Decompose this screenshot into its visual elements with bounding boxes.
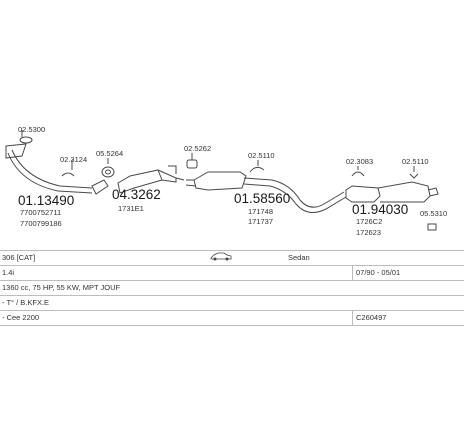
bracket (168, 165, 177, 174)
tailpipe (427, 187, 439, 197)
reference-cell: C260497 (356, 313, 387, 322)
table-row: - Cee 2200 C260497 (0, 310, 464, 325)
clamp-p7 (249, 166, 265, 173)
oem-ref-label: 1726C2 (356, 217, 383, 226)
clamp-1 (61, 172, 75, 177)
part-number-label: 01.13490 (18, 193, 75, 208)
sedan-icon (210, 252, 232, 261)
silencer-inlet (185, 179, 197, 187)
table-divider (0, 250, 464, 251)
oem-ref-label: 1731E1 (118, 204, 144, 213)
part-number-label: 02.3083 (346, 157, 374, 166)
part-number-label: 02.5262 (184, 144, 212, 153)
part-number-label: 02.5110 (402, 157, 429, 166)
table-divider (0, 265, 464, 266)
rear-silencer (377, 181, 431, 203)
clamp-p6 (186, 159, 198, 169)
hanger-p10 (409, 173, 419, 179)
car-body-icon (210, 251, 232, 263)
gasket-p4 (101, 166, 115, 178)
gasket-p4-inner (105, 169, 111, 175)
oem-ref-label: 172623 (356, 228, 382, 237)
table-row: - T° / B.KFX.E (0, 295, 464, 310)
note-cell: - Cee 2200 (2, 313, 40, 322)
part-number-label: 01.94030 (352, 202, 409, 217)
oem-ref-label: 7700752711 (20, 208, 62, 217)
engine-spec-cell: 1360 cc, 75 HP, 55 KW, MPT JOUF (2, 283, 121, 292)
exhaust-diagram: 02.5300 01.13490 7700752711 7700799186 0… (5, 125, 448, 237)
cat-stub (175, 177, 185, 181)
table-divider (0, 295, 464, 296)
engine-code-cell: - T° / B.KFX.E (2, 298, 50, 307)
table-row: 1360 cc, 75 HP, 55 KW, MPT JOUF (0, 280, 464, 295)
front-pipe-lower (7, 152, 93, 194)
table-row: 306 [CAT] Sedan (0, 250, 464, 265)
exhaust-system-drawing (5, 130, 439, 231)
middle-silencer (193, 171, 247, 191)
table-divider (0, 325, 464, 326)
rear-silencer-section (345, 185, 381, 203)
front-pipe (11, 149, 93, 189)
oem-ref-label: 171748 (248, 207, 274, 216)
years-cell: 07/90 - 05/01 (356, 268, 401, 277)
part-number-label: 04.3262 (112, 187, 161, 202)
body-type-cell: Sedan (288, 253, 310, 262)
part-number-label: 02.5300 (18, 125, 46, 134)
part-number-label: 05.5310 (420, 209, 448, 218)
sleeve (91, 179, 109, 195)
column-divider (352, 265, 353, 280)
engine-cell: 1.4i (2, 268, 15, 277)
table-divider (0, 280, 464, 281)
cat-outlet (157, 169, 177, 183)
part-number-label: 02.3124 (60, 155, 88, 164)
intermediate-pipe (243, 177, 345, 208)
clamp-p9 (351, 171, 365, 177)
part-number-label: 05.5264 (96, 149, 124, 158)
intermediate-pipe-lower (243, 183, 347, 214)
column-divider (352, 310, 353, 325)
model-cell: 306 [CAT] (2, 253, 36, 262)
part-number-label: 01.58560 (234, 191, 291, 206)
rubber-p12 (427, 223, 437, 231)
oem-ref-label: 7700799186 (20, 219, 62, 228)
gasket-front (19, 136, 33, 144)
manifold-flange (5, 143, 27, 159)
oem-ref-label: 171737 (248, 217, 274, 226)
table-row: 1.4i 07/90 - 05/01 (0, 265, 464, 280)
table-divider (0, 310, 464, 311)
part-number-label: 02.5110 (248, 151, 275, 160)
